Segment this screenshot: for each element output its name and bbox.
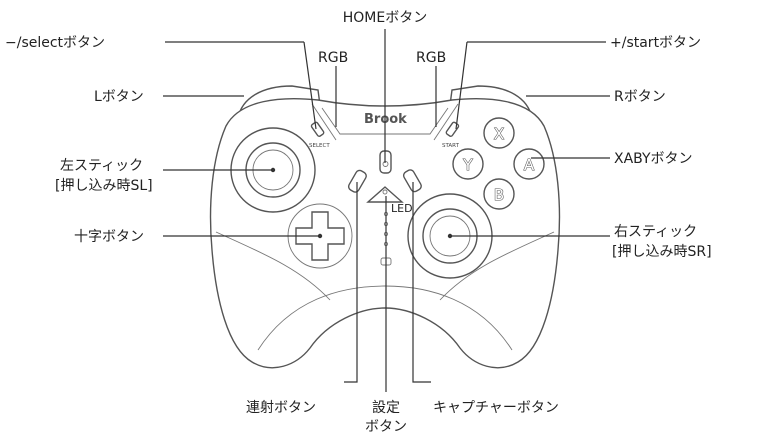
- label-minus-select: −/selectボタン: [5, 35, 105, 51]
- x-button[interactable]: [483, 117, 515, 149]
- label-l-button: Lボタン: [94, 89, 144, 105]
- rgb-strip-left: [311, 103, 337, 141]
- capture-button[interactable]: [402, 168, 423, 193]
- minus-select-button[interactable]: [310, 121, 325, 137]
- label-turbo: 連射ボタン: [246, 400, 316, 416]
- label-settings-line2: ボタン: [365, 419, 407, 435]
- label-plus-start: +/startボタン: [610, 35, 701, 51]
- label-left-stick-line1: 左スティック: [60, 158, 143, 174]
- a-button-letter: A: [524, 156, 535, 174]
- face-buttons: X Y A B: [452, 117, 545, 210]
- label-xaby: XABYボタン: [614, 151, 693, 167]
- rgb-strip-right: [433, 103, 459, 141]
- led-label: LED: [391, 202, 413, 215]
- label-dpad: 十字ボタン: [74, 229, 144, 245]
- label-settings-line1: 設定: [372, 400, 400, 416]
- label-home: HOMEボタン: [343, 10, 427, 26]
- label-right-stick-line1: 右スティック: [614, 224, 697, 240]
- grip-arc: [257, 285, 513, 351]
- label-right-stick-line2: [押し込み時SR]: [612, 244, 712, 260]
- label-left-stick-line2: [押し込み時SL]: [55, 178, 153, 194]
- label-rgb-right: RGB: [416, 50, 446, 66]
- start-print: START: [442, 143, 460, 149]
- turbo-button[interactable]: [347, 169, 368, 194]
- y-button-letter: Y: [462, 156, 473, 174]
- y-button[interactable]: [452, 148, 484, 180]
- label-capture: キャプチャーボタン: [433, 400, 559, 416]
- grip-line-left: [215, 231, 331, 301]
- settings-icon: [382, 189, 388, 195]
- label-r-button: Rボタン: [614, 89, 666, 105]
- leader-dots: [270, 167, 453, 239]
- x-button-letter: X: [494, 125, 504, 143]
- leader-lines: [163, 29, 610, 392]
- select-print: SELECT: [309, 143, 330, 149]
- b-button-letter: B: [494, 186, 504, 204]
- grip-line-right: [439, 231, 555, 301]
- b-button[interactable]: [483, 178, 515, 210]
- a-button[interactable]: [513, 148, 545, 180]
- label-rgb-left: RGB: [318, 50, 348, 66]
- settings-button[interactable]: [366, 186, 404, 203]
